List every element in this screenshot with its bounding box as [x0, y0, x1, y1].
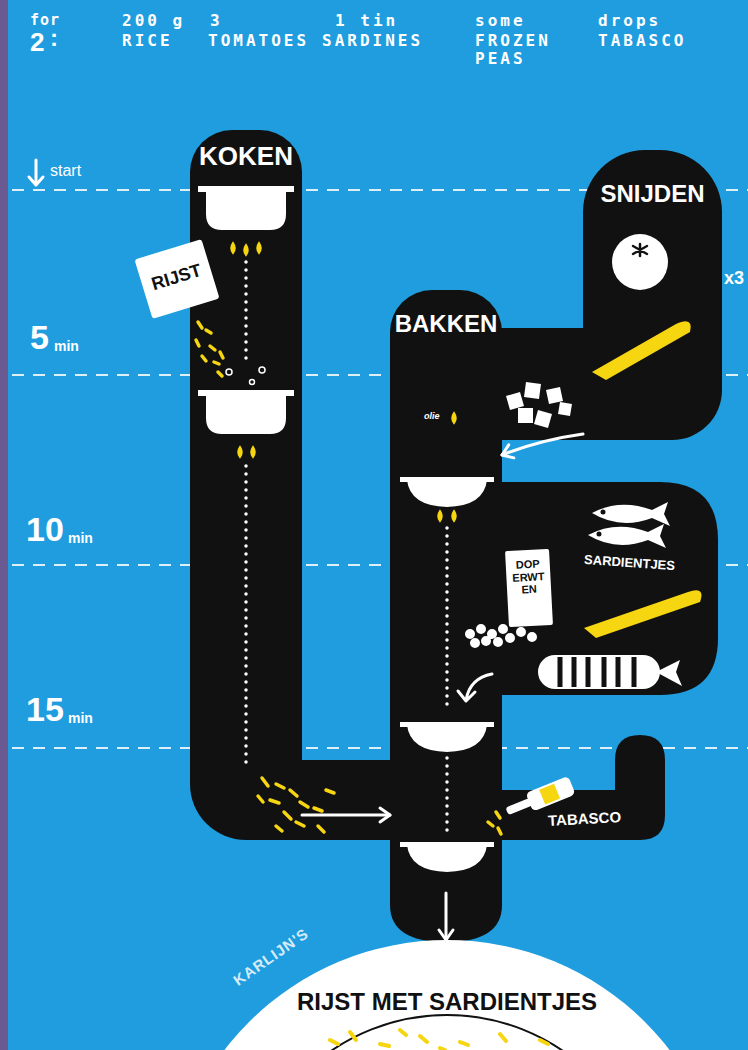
- start-arrow: [29, 160, 43, 185]
- knife-blade: [584, 590, 702, 638]
- pipe-funnel: [390, 888, 502, 942]
- ingredient-name: SARDINES: [322, 32, 423, 50]
- serving-plate: KARLIJN'SRIJST MET SARDIENTJES: [167, 940, 727, 1050]
- ingredient-name: TABASCO: [598, 32, 686, 50]
- arrow-head: [439, 930, 453, 940]
- ingredient-label: olie: [424, 411, 440, 421]
- step-heading: BAKKEN: [390, 310, 502, 338]
- arrow-head: [380, 808, 390, 822]
- dish-title: RIJST MET SARDIENTJES: [167, 988, 727, 1016]
- ingredient-amount: drops: [598, 12, 661, 30]
- packet-label: DOP ERWT EN: [507, 557, 549, 597]
- tomato-cubes: [506, 382, 572, 428]
- ingredient-name: FROZEN PEAS: [475, 32, 575, 68]
- time-unit: min: [54, 338, 79, 354]
- servings-number: 2: [30, 28, 44, 58]
- bottle-body: [525, 776, 575, 812]
- process-pipe: BAKKEN: [390, 290, 502, 893]
- process-pipe: SNIJDEN: [583, 150, 722, 440]
- ingredient-amount: 1 tin: [335, 12, 398, 30]
- peas-packet: DOP ERWT EN: [505, 549, 553, 627]
- header-colon: :: [50, 24, 58, 52]
- sardine-fish: [588, 502, 670, 548]
- ingredient-name: RICE: [122, 32, 173, 50]
- step-heading: KOKEN: [190, 142, 302, 172]
- flow-arrow: [445, 893, 448, 940]
- time-unit: min: [68, 710, 93, 726]
- bottle-label: [539, 784, 560, 805]
- fish-eye: [597, 510, 606, 537]
- pipe-loop: [495, 482, 718, 695]
- flow-arrow: [502, 434, 583, 455]
- arrow-head: [502, 445, 514, 458]
- plate-owner: KARLIJN'S: [230, 924, 312, 988]
- pipe-branch: [495, 735, 665, 840]
- ingredient-name: TOMATOES: [208, 32, 309, 50]
- side-strip: [0, 0, 8, 1050]
- ingredient-amount: 200 g: [122, 12, 185, 30]
- start-label: start: [50, 162, 81, 180]
- slice-cuts: [560, 657, 634, 687]
- ingredient-amount: 3: [210, 12, 223, 30]
- packet-label: RIJST: [140, 257, 213, 297]
- time-unit: min: [68, 530, 93, 546]
- time-number: 15: [26, 690, 64, 729]
- ingredient-amount: some: [475, 12, 526, 30]
- multiplier: x3: [724, 268, 744, 289]
- time-number: 10: [26, 510, 64, 549]
- time-number: 5: [30, 318, 49, 357]
- process-pipe: KOKEN: [190, 130, 302, 840]
- sliced-sardine: [538, 655, 660, 689]
- sardine-tail: [656, 660, 682, 686]
- bottle-neck: [505, 798, 532, 815]
- flow-arrow: [302, 814, 390, 817]
- step-heading: SNIJDEN: [583, 180, 722, 208]
